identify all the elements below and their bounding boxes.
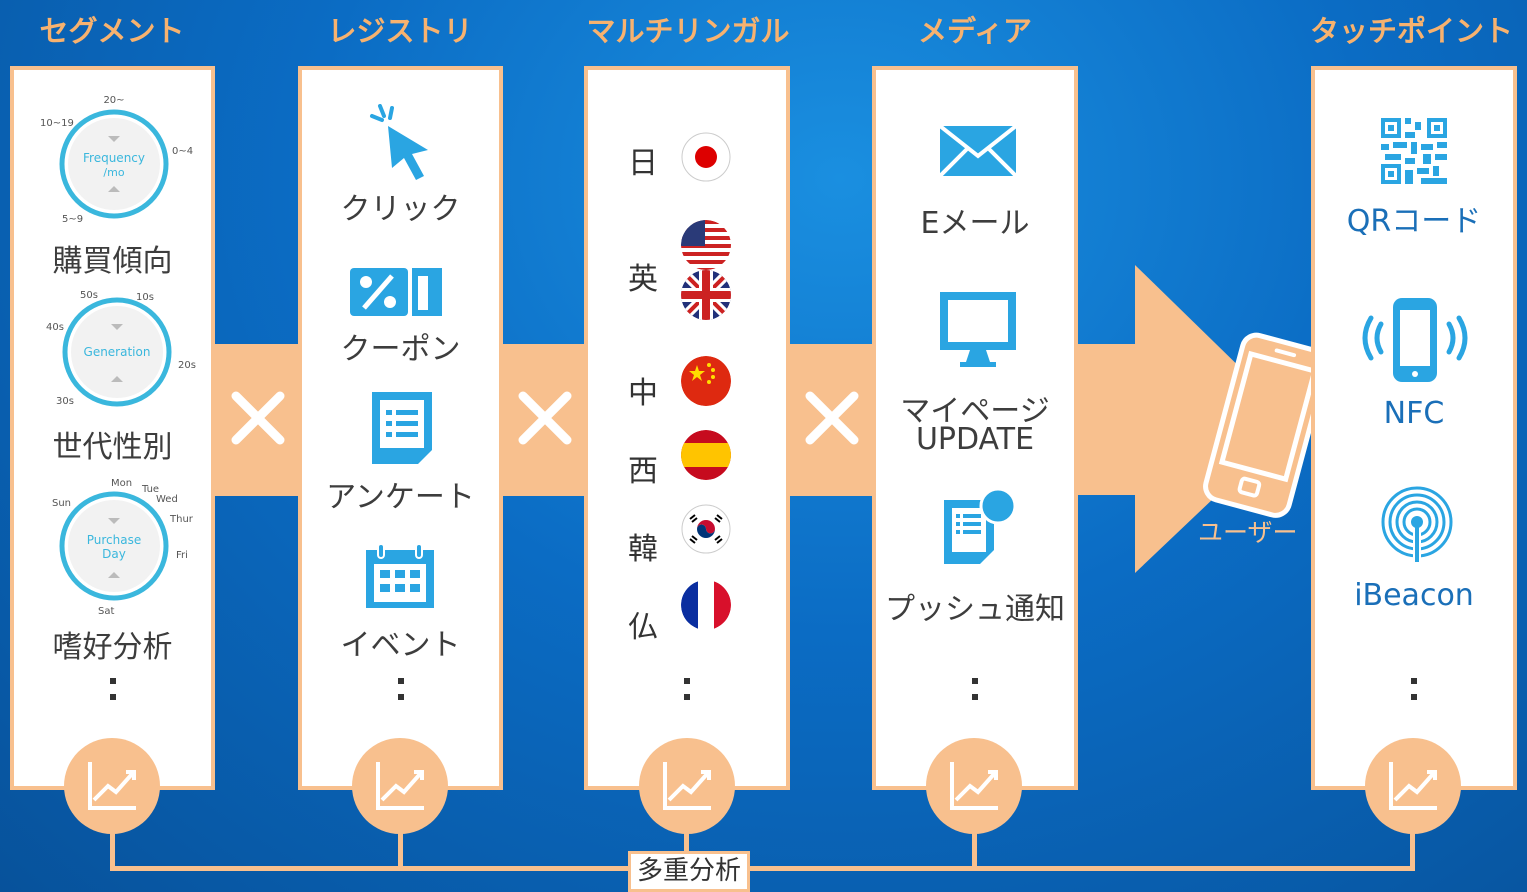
analytics-circle — [352, 738, 448, 834]
uk-flag — [681, 270, 731, 320]
purchase-day-dial: Purchase Day Mon Tue Wed Sun Thur Fri Sa… — [52, 478, 194, 616]
calendar-icon — [366, 543, 434, 608]
analysis-connector — [972, 830, 977, 870]
push-notification-icon — [944, 488, 1016, 564]
svg-text:Wed: Wed — [156, 494, 178, 505]
heading-touchpoint: タッチポイント — [1309, 14, 1513, 48]
multiply-icon — [518, 391, 572, 445]
frequency-dial: Frequency /mo 20~ 10~19 0~4 5~9 — [40, 95, 193, 225]
svg-text:Sat: Sat — [98, 606, 114, 616]
analytics-circle — [639, 738, 735, 834]
touchpoint-label: QRコード — [1346, 204, 1482, 239]
heading-registry: レジストリ — [327, 14, 473, 48]
language-label: 日 — [628, 146, 658, 181]
analytics-circle — [64, 738, 160, 834]
trend-chart-icon — [950, 762, 998, 810]
svg-text:20s: 20s — [178, 360, 196, 371]
media-label: Eメール — [920, 206, 1030, 241]
more-dots — [684, 678, 690, 710]
svg-text:0~4: 0~4 — [172, 146, 193, 157]
media-column: Eメール マイページ UPDATE プッシュ通知 — [872, 66, 1078, 790]
more-dots — [397, 678, 404, 710]
language-label: 仏 — [628, 610, 658, 645]
spain-flag — [681, 430, 731, 480]
analytics-circle — [926, 738, 1022, 834]
svg-text:40s: 40s — [46, 322, 64, 333]
cursor-click-icon — [370, 104, 428, 180]
svg-text:/mo: /mo — [103, 166, 124, 179]
usa-flag — [681, 220, 731, 270]
svg-text:Purchase: Purchase — [87, 533, 142, 547]
language-label: 西 — [628, 454, 658, 489]
svg-text:10s: 10s — [136, 292, 154, 303]
svg-text:Thur: Thur — [169, 514, 194, 525]
svg-text:Mon: Mon — [111, 478, 132, 489]
multilingual-column: 日 英 中 西 — [584, 66, 790, 790]
touchpoint-label: iBeacon — [1354, 578, 1474, 613]
arrow-to-user — [1075, 265, 1295, 573]
trend-chart-icon — [663, 762, 711, 810]
trend-chart-icon — [1389, 762, 1437, 810]
china-flag — [681, 356, 731, 406]
user-label: ユーザー — [1198, 518, 1298, 547]
analysis-connector — [1410, 830, 1415, 870]
analysis-connector — [398, 830, 403, 870]
heading-media: メディア — [918, 14, 1032, 48]
analysis-connector — [110, 830, 115, 870]
svg-text:Frequency: Frequency — [83, 151, 145, 165]
survey-document-icon — [372, 392, 432, 464]
smartphone-icon — [1203, 332, 1329, 518]
multiply-icon — [231, 391, 285, 445]
svg-text:Fri: Fri — [176, 550, 188, 561]
svg-text:Tue: Tue — [141, 484, 159, 495]
segment-column: Frequency /mo 20~ 10~19 0~4 5~9 購買傾向 Gen… — [10, 66, 215, 790]
trend-chart-icon — [88, 762, 136, 810]
touchpoint-column: QRコード NFC iBeacon — [1311, 66, 1517, 790]
language-label: 中 — [628, 376, 658, 411]
registry-label: クーポン — [340, 332, 461, 367]
japan-flag — [681, 132, 731, 182]
segment-label: 世代性別 — [52, 430, 173, 465]
svg-text:10~19: 10~19 — [40, 118, 74, 129]
ibeacon-icon — [1381, 486, 1453, 564]
coupon-icon — [350, 268, 442, 316]
multi-analysis-label: 多重分析 — [628, 851, 750, 892]
qr-code-icon — [1381, 118, 1447, 184]
svg-text:30s: 30s — [56, 396, 74, 407]
registry-label: アンケート — [326, 480, 475, 515]
generation-dial: Generation 50s 10s 40s 20s 30s — [46, 290, 196, 407]
media-label: プッシュ通知 — [885, 592, 1065, 627]
registry-label: イベント — [340, 628, 461, 663]
trend-chart-icon — [376, 762, 424, 810]
nfc-phone-icon — [1362, 298, 1468, 382]
media-label: マイページ — [900, 394, 1050, 429]
media-label: UPDATE — [915, 422, 1035, 457]
svg-text:Sun: Sun — [52, 498, 71, 509]
language-label: 韓 — [628, 532, 658, 567]
more-dots — [1411, 678, 1417, 710]
envelope-icon — [940, 126, 1016, 176]
korea-flag — [681, 504, 731, 554]
multiply-icon — [805, 391, 859, 445]
segment-label: 購買傾向 — [52, 244, 173, 279]
more-dots — [972, 678, 978, 710]
analytics-circle — [1365, 738, 1461, 834]
heading-segment: セグメント — [39, 14, 185, 48]
svg-text:5~9: 5~9 — [62, 214, 83, 225]
segment-label: 嗜好分析 — [52, 630, 173, 665]
svg-text:50s: 50s — [80, 290, 98, 301]
monitor-icon — [940, 292, 1016, 367]
svg-text:Generation: Generation — [84, 345, 151, 359]
analysis-connector — [110, 866, 1415, 871]
france-flag — [681, 580, 731, 630]
registry-column: クリック クーポン アンケート イベント — [298, 66, 503, 790]
language-label: 英 — [628, 262, 658, 297]
analysis-connector — [684, 830, 689, 854]
svg-text:Day: Day — [102, 547, 126, 561]
heading-multilingual: マルチリンガル — [586, 14, 790, 48]
more-dots — [109, 678, 116, 710]
registry-label: クリック — [340, 192, 461, 227]
svg-text:20~: 20~ — [103, 95, 124, 106]
touchpoint-label: NFC — [1383, 396, 1445, 431]
